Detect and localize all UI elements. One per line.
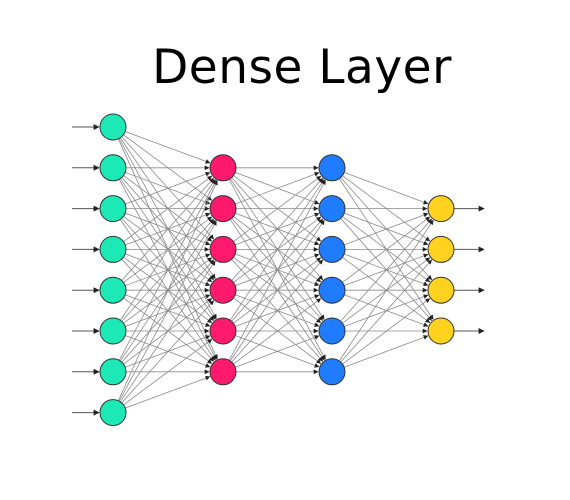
connection-edge bbox=[121, 177, 214, 281]
connection-edge bbox=[235, 335, 320, 368]
input-neuron bbox=[99, 399, 127, 427]
connection-edge bbox=[344, 212, 429, 246]
connection-edge bbox=[231, 177, 324, 281]
connection-edge bbox=[338, 219, 434, 362]
connection-edge bbox=[125, 171, 211, 205]
hidden1-neuron bbox=[209, 235, 237, 263]
connection-edge bbox=[229, 219, 325, 362]
connection-edge bbox=[119, 179, 216, 321]
connection-edge bbox=[117, 180, 218, 401]
output-neuron bbox=[427, 276, 455, 304]
connection-edge bbox=[125, 131, 211, 164]
hidden1-neuron bbox=[209, 154, 237, 182]
io-arrows-group bbox=[72, 124, 485, 416]
hidden1-neuron bbox=[209, 317, 237, 345]
connection-edge bbox=[235, 171, 320, 205]
neurons-group bbox=[99, 113, 455, 427]
connection-edge bbox=[233, 298, 322, 365]
input-neuron bbox=[99, 276, 127, 304]
connection-edge bbox=[119, 260, 216, 403]
connection-edge bbox=[344, 171, 429, 205]
hidden2-neuron bbox=[318, 154, 346, 182]
input-neuron bbox=[99, 235, 127, 263]
hidden1-neuron bbox=[209, 358, 237, 386]
hidden1-neuron bbox=[209, 276, 237, 304]
input-neuron bbox=[99, 317, 127, 345]
diagram-title: Dense Layer bbox=[152, 40, 452, 95]
connections-group bbox=[117, 131, 434, 409]
connection-edge bbox=[118, 179, 217, 361]
connection-edge bbox=[231, 259, 324, 363]
hidden2-neuron bbox=[318, 235, 346, 263]
output-neuron bbox=[427, 195, 455, 223]
hidden2-neuron bbox=[318, 358, 346, 386]
connection-edge bbox=[121, 300, 214, 404]
hidden2-neuron bbox=[318, 276, 346, 304]
connection-edge bbox=[123, 339, 213, 406]
connection-edge bbox=[342, 216, 431, 283]
output-neuron bbox=[427, 235, 455, 263]
connection-edge bbox=[233, 175, 322, 242]
input-neuron bbox=[99, 195, 127, 223]
connection-edge bbox=[340, 259, 433, 363]
connection-edge bbox=[118, 220, 217, 402]
connection-edge bbox=[340, 218, 433, 322]
connection-edge bbox=[229, 179, 325, 321]
input-neuron bbox=[99, 113, 127, 141]
connection-edge bbox=[123, 175, 213, 242]
input-neuron bbox=[99, 358, 127, 386]
connection-edge bbox=[342, 298, 431, 365]
connection-edge bbox=[125, 375, 211, 409]
hidden2-neuron bbox=[318, 195, 346, 223]
hidden1-neuron bbox=[209, 195, 237, 223]
input-neuron bbox=[99, 154, 127, 182]
connection-edge bbox=[228, 179, 326, 361]
connection-edge bbox=[344, 335, 429, 368]
output-neuron bbox=[427, 317, 455, 345]
hidden2-neuron bbox=[318, 317, 346, 345]
